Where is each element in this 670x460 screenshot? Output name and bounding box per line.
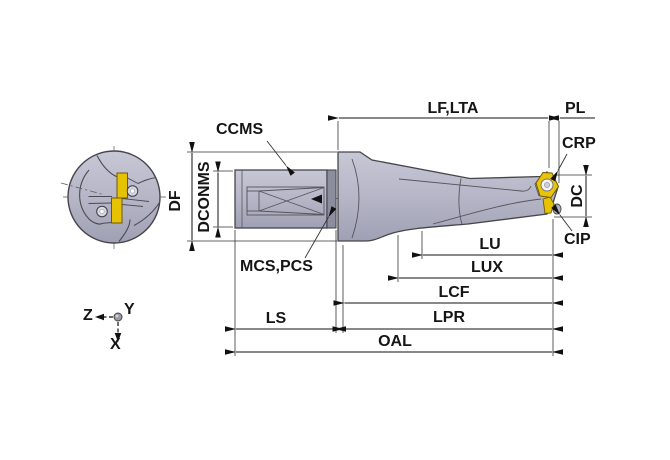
label-dconms: DCONMS	[196, 161, 213, 233]
front-flute-curves	[79, 155, 160, 242]
body-detail-lines	[351, 158, 542, 239]
shank-collar	[326, 169, 337, 229]
front-body-circle	[67, 150, 161, 244]
label-lpr: LPR	[433, 309, 465, 326]
label-dc: DC	[569, 184, 586, 208]
side-view	[234, 151, 562, 242]
axes-triad	[95, 312, 123, 342]
label-ccms: CCMS	[216, 121, 264, 138]
label-x-axis: X	[110, 336, 121, 353]
front-view	[60, 146, 166, 249]
leader-cip	[551, 204, 573, 232]
leader-crp	[550, 153, 568, 182]
front-insert-upper	[116, 172, 128, 199]
axes-origin-highlight	[115, 314, 119, 318]
dimension-lines	[189, 115, 595, 355]
label-cip: CIP	[564, 231, 591, 248]
shank-clamp-recess	[246, 186, 325, 216]
drill-body	[337, 151, 559, 242]
leader-mcs-pcs	[304, 206, 337, 259]
axes-origin	[113, 312, 123, 322]
x-axis-arrow	[114, 333, 122, 342]
label-mcs-pcs: MCS,PCS	[240, 258, 313, 275]
coolant-direction-arrow	[311, 194, 322, 204]
z-axis-arrow	[95, 313, 104, 321]
label-lu: LU	[479, 236, 501, 253]
label-lcf: LCF	[438, 284, 470, 301]
tip-screw-boss	[552, 203, 562, 215]
leader-lines	[266, 140, 573, 259]
insert-screw-center	[544, 182, 550, 188]
label-crp: CRP	[562, 135, 596, 152]
label-lf-lta: LF,LTA	[427, 100, 479, 117]
label-df: DF	[167, 190, 184, 212]
leader-ccms	[266, 140, 295, 176]
label-y-axis: Y	[124, 301, 135, 318]
label-oal: OAL	[378, 333, 412, 350]
front-screw-holes	[96, 185, 139, 218]
front-insert-lower	[111, 197, 123, 224]
label-pl: PL	[565, 100, 586, 117]
label-z-axis: Z	[83, 307, 93, 324]
label-lux: LUX	[471, 259, 503, 276]
label-ls: LS	[265, 310, 287, 327]
